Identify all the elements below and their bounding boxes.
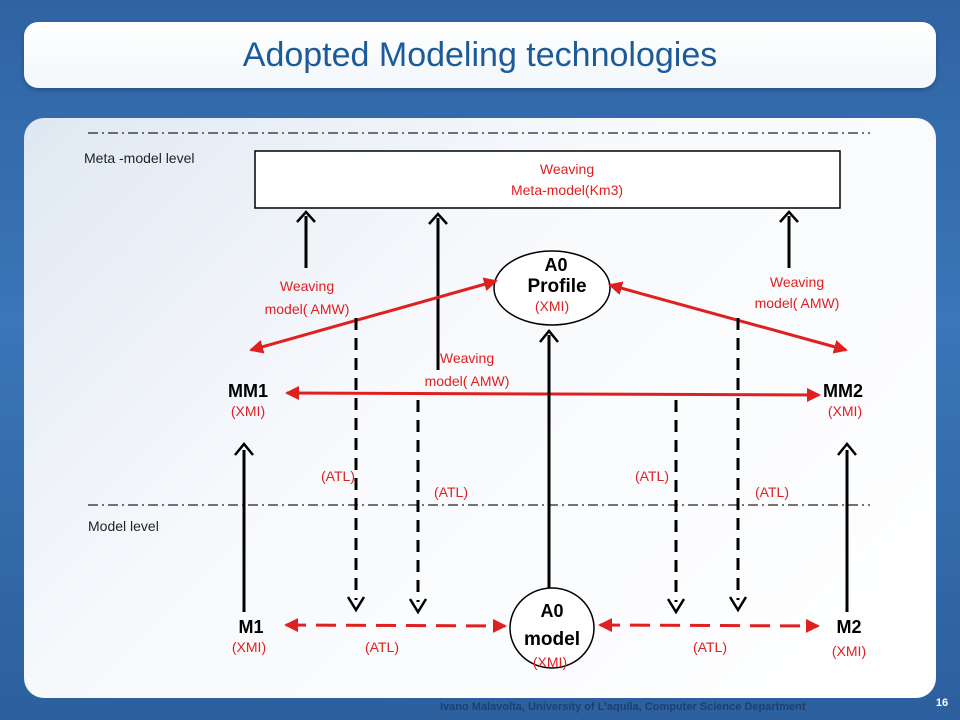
weave-link-mm1-mm2 — [285, 386, 821, 402]
a0-profile-line2: Profile — [527, 276, 586, 297]
content-panel — [24, 118, 936, 698]
m1-format: (XMI) — [232, 639, 266, 655]
weave-link-profile-mm2 — [608, 281, 848, 354]
m2-format: (XMI) — [832, 643, 866, 659]
weaving-center-line1: Weaving — [440, 350, 494, 366]
atl-label-a3: (ATL) — [635, 468, 669, 484]
atl-label-a2: (ATL) — [434, 484, 468, 500]
mm1-name: MM1 — [228, 381, 268, 401]
atl-link-m1-a0model — [284, 618, 507, 633]
m1-name: M1 — [238, 617, 263, 637]
weaving-right-line2: model( AMW) — [755, 295, 840, 311]
meta-level-label: Meta -model level — [84, 150, 195, 166]
atl-label-a4: (ATL) — [755, 484, 789, 500]
model-level-label: Model level — [88, 518, 159, 534]
slide-title: Adopted Modeling technologies — [242, 36, 718, 74]
weaving-right-line1: Weaving — [770, 274, 824, 290]
atl-label-a1: (ATL) — [321, 468, 355, 484]
a0-model-line2: model — [524, 629, 580, 650]
weaving-metamodel-line2: Meta-model(Km3) — [511, 182, 623, 198]
slide-footer: Ivano Malavolta, University of L’aquila,… — [440, 701, 806, 713]
weaving-metamodel-line1: Weaving — [540, 161, 594, 177]
atl-label-b2: (ATL) — [693, 639, 727, 655]
weaving-center-line2: model( AMW) — [425, 373, 510, 389]
a0-model-line1: A0 — [540, 601, 563, 621]
mm2-name: MM2 — [823, 381, 863, 401]
title-bar: Adopted Modeling technologies — [24, 22, 936, 88]
mm2-format: (XMI) — [828, 403, 862, 419]
atl-link-a0model-m2 — [598, 618, 820, 633]
a0-model-line3: (XMI) — [533, 654, 567, 670]
a0-profile-line1: A0 — [544, 255, 567, 275]
m2-name: M2 — [836, 617, 861, 637]
a0-profile-line3: (XMI) — [535, 298, 569, 314]
atl-label-b1: (ATL) — [365, 639, 399, 655]
a0-model-node — [509, 587, 595, 669]
mm1-format: (XMI) — [231, 403, 265, 419]
page-number: 16 — [935, 697, 949, 709]
weaving-left-line1: Weaving — [280, 278, 334, 294]
weaving-left-line2: model( AMW) — [265, 301, 350, 317]
weaving-metamodel-box — [254, 150, 841, 209]
weave-link-mm1-profile — [249, 277, 498, 354]
